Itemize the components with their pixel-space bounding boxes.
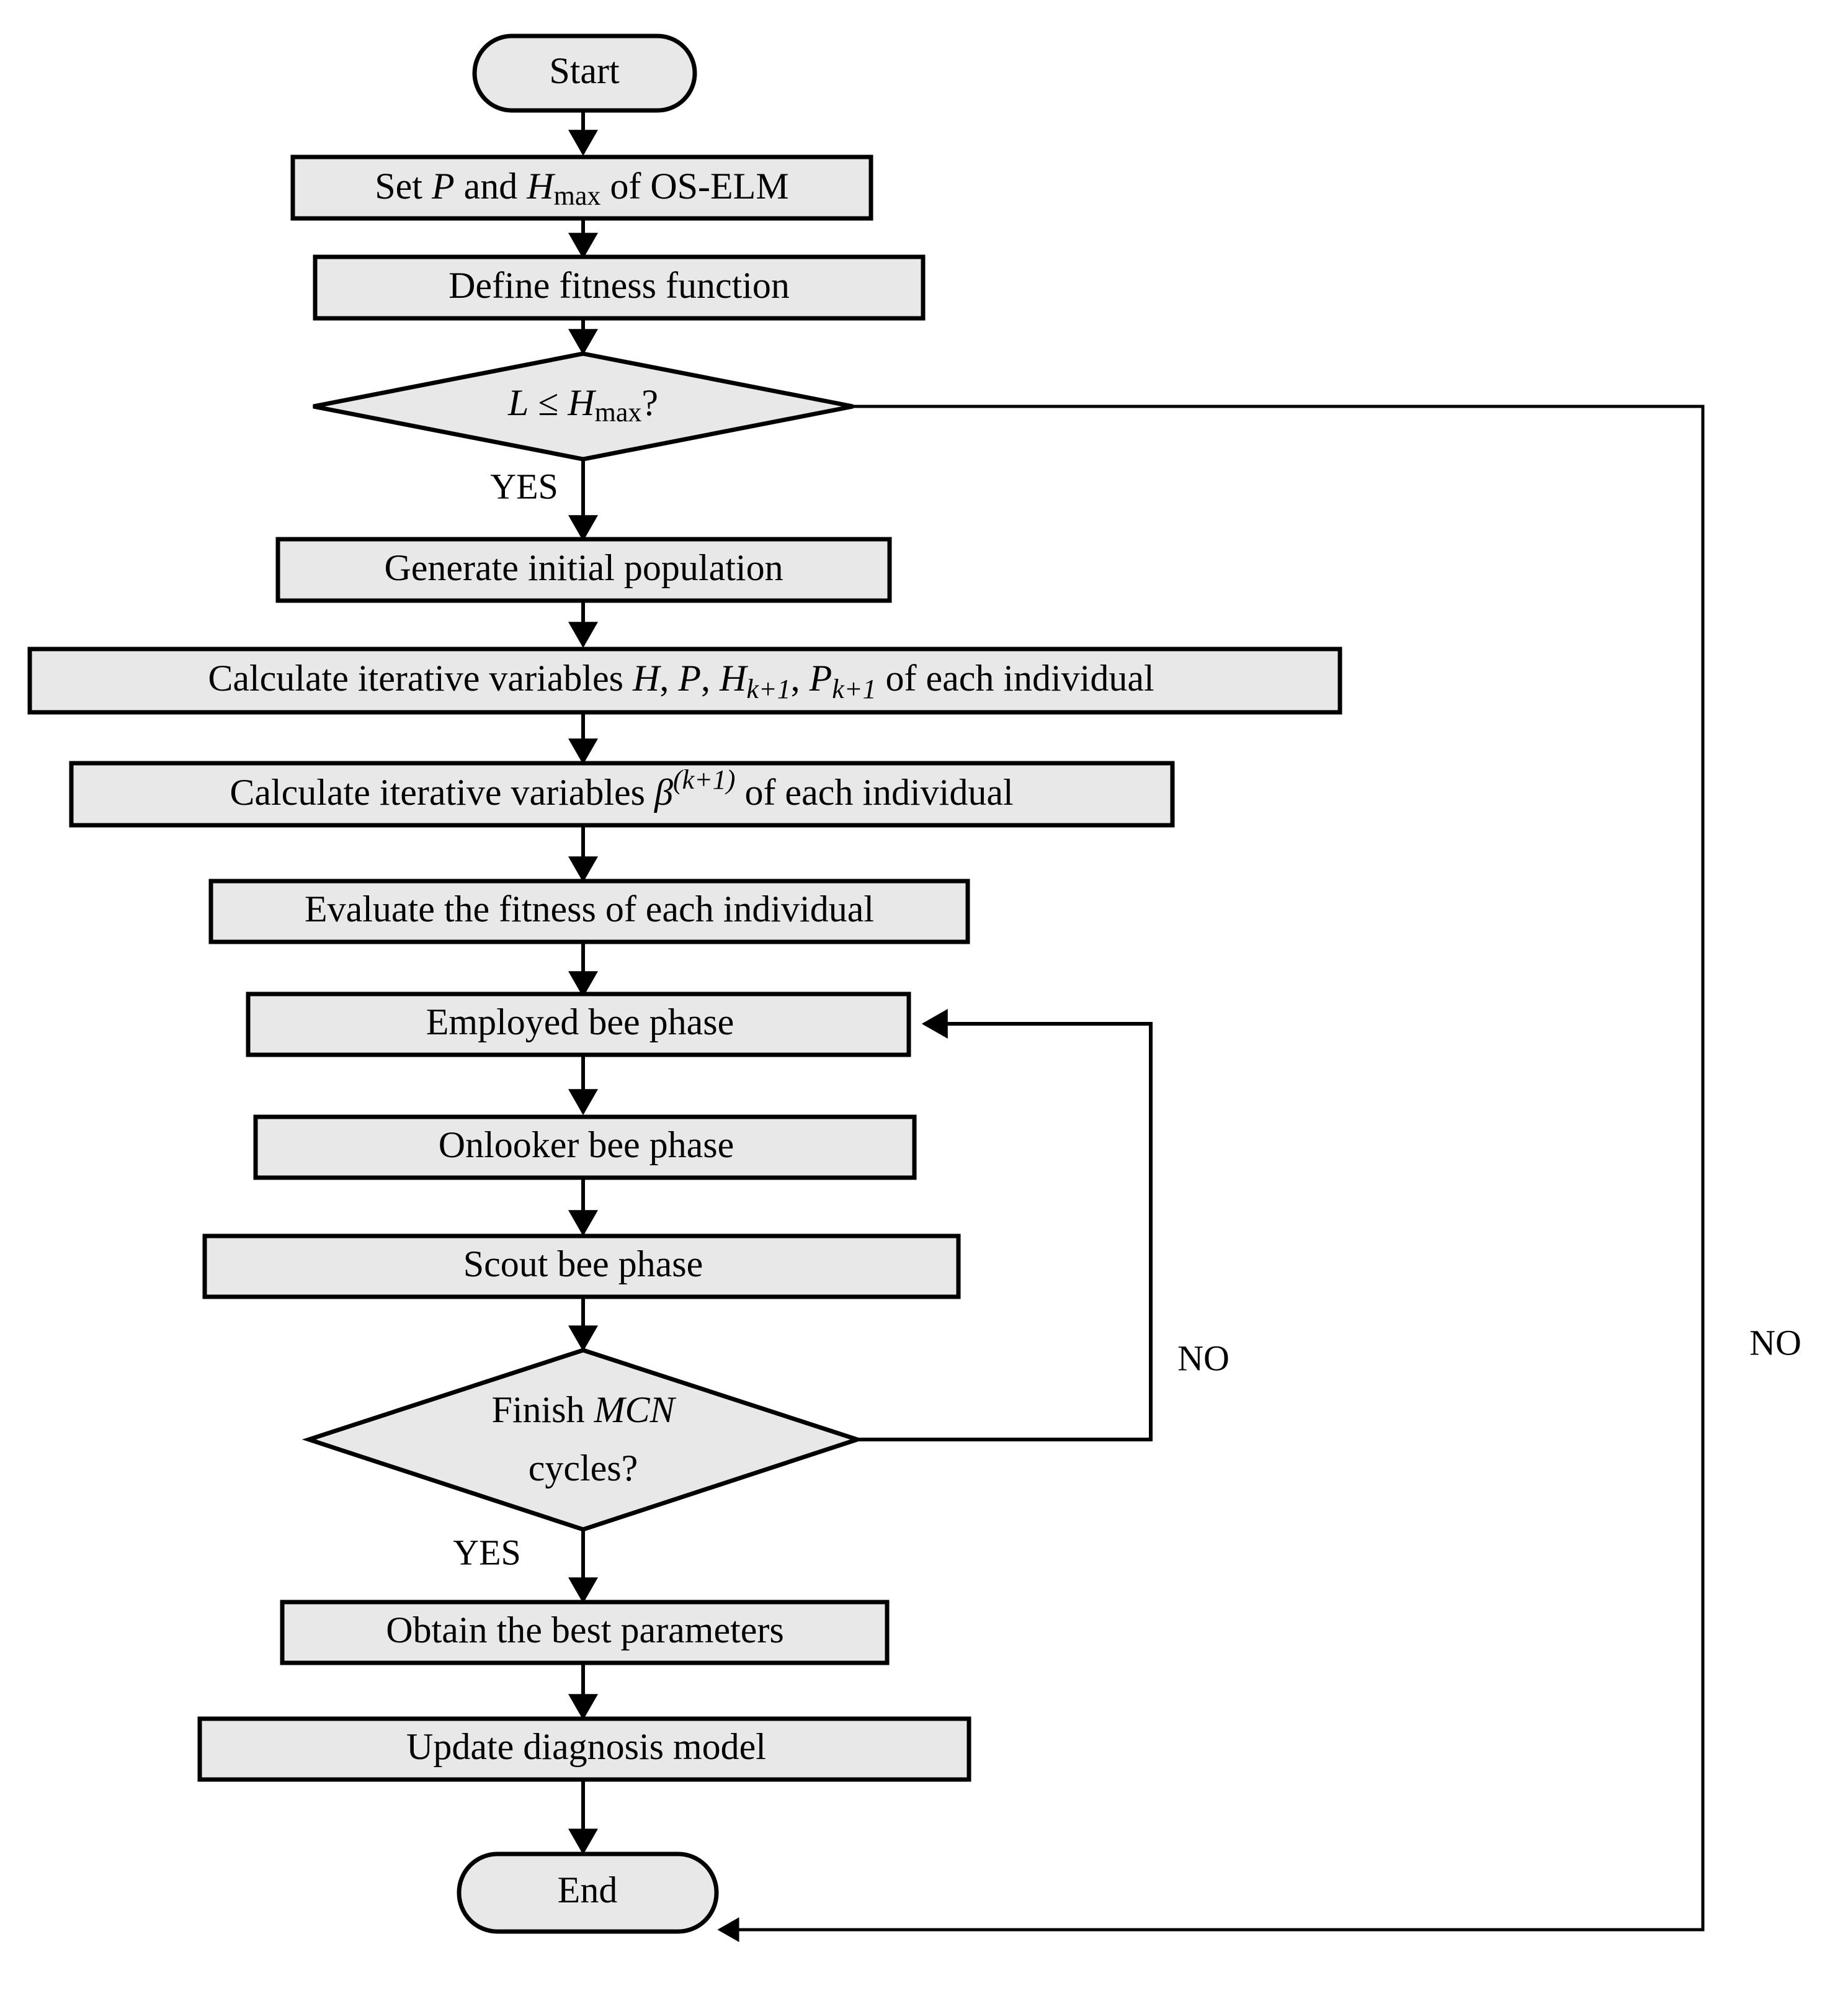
calc-hp-part-4: , [701, 658, 720, 699]
define-fitness-shape [313, 254, 926, 321]
node-define-fitness[interactable]: Define fitness function [313, 254, 926, 321]
employed-bee-phase-shape [246, 992, 911, 1057]
decision-mcn-label-line2: cycles? [529, 1448, 638, 1489]
decision-hmax-part-3: max [595, 397, 642, 428]
employed-bee-phase-label: Employed bee phase [426, 1001, 734, 1042]
decision-hmax-shape [313, 351, 854, 462]
edge-decision-mcn-no-loop-to-employed [857, 1009, 1153, 1441]
decision-mcn-shape [301, 1348, 865, 1532]
edge-label-mcn-yes: YES [453, 1532, 521, 1572]
set-params-part-1: P [431, 166, 455, 207]
set-params-shape [290, 154, 873, 221]
end-shape [457, 1852, 719, 1934]
update-model-shape [197, 1716, 971, 1782]
decision-hmax-label: L ≤ Hmax? [507, 382, 658, 428]
start-label: Start [549, 50, 620, 91]
end-label: End [558, 1869, 618, 1910]
node-decision-mcn[interactable]: Finish MCN cycles? [301, 1348, 865, 1532]
calc-hp-label: Calculate iterative variables H, P, Hk+1… [208, 658, 1154, 704]
define-fitness-label: Define fitness function [449, 265, 790, 306]
best-params-label: Obtain the best parameters [386, 1610, 783, 1650]
node-generate-population[interactable]: Generate initial population [275, 537, 892, 603]
evaluate-shape [208, 879, 970, 944]
node-decision-hmax[interactable]: L ≤ Hmax? [313, 351, 854, 462]
set-params-part-3: H [526, 166, 556, 207]
calc-hp-part-3: P [677, 658, 701, 699]
node-update-model[interactable]: Update diagnosis model [197, 1716, 971, 1782]
scout-bee-phase-label: Scout bee phase [463, 1243, 703, 1284]
decision-hmax-part-2: H [567, 382, 597, 423]
set-params-part-0: Set [375, 166, 432, 207]
edge-label-hmax-no: NO [1749, 1322, 1801, 1363]
node-calc-hp[interactable]: Calculate iterative variables H, P, Hk+1… [27, 647, 1342, 715]
edge-label-hmax-yes: YES [490, 466, 558, 506]
node-onlooker-bee-phase[interactable]: Onlooker bee phase [253, 1114, 917, 1180]
calc-hp-part-0: Calculate iterative variables [208, 658, 633, 699]
set-params-part-2: and [455, 166, 527, 207]
edge-decision-hmax-no-loop-to-end [717, 405, 1705, 1942]
decision-hmax-part-0: L [507, 382, 529, 423]
calc-beta-label: Calculate iterative variables β(k+1) of … [230, 764, 1013, 813]
edge-label-mcn-no: NO [1177, 1338, 1230, 1378]
generate-population-shape [275, 537, 892, 603]
calc-hp-part-1: H [632, 658, 662, 699]
calc-hp-part-6: k+1 [746, 674, 790, 704]
calc-beta-part-3: of each individual [735, 772, 1013, 813]
calc-hp-part-8: P [809, 658, 832, 699]
decision-mcn-line1-b: MCN [594, 1389, 677, 1430]
calc-beta-part-0: Calculate iterative variables [230, 772, 654, 813]
decision-mcn-label-line1: Finish MCN [491, 1389, 676, 1430]
node-set-params[interactable]: Set P and Hmax of OS-ELM [290, 154, 873, 221]
node-scout-bee-phase[interactable]: Scout bee phase [202, 1234, 961, 1299]
start-shape [472, 34, 697, 113]
calc-hp-part-2: , [659, 658, 678, 699]
calc-hp-part-7: , [791, 658, 810, 699]
calc-beta-shape [69, 761, 1175, 828]
best-params-shape [280, 1600, 890, 1665]
scout-bee-phase-shape [202, 1234, 961, 1299]
update-model-label: Update diagnosis model [406, 1726, 766, 1767]
node-calc-beta[interactable]: Calculate iterative variables β(k+1) of … [69, 761, 1175, 828]
calc-hp-shape [27, 647, 1342, 715]
decision-hmax-part-1: ≤ [529, 382, 568, 423]
set-params-part-4: max [554, 181, 601, 211]
node-evaluate[interactable]: Evaluate the fitness of each individual [208, 879, 970, 944]
onlooker-bee-phase-shape [253, 1114, 917, 1180]
decision-mcn-line1-a: Finish [491, 1389, 594, 1430]
node-employed-bee-phase[interactable]: Employed bee phase [246, 992, 911, 1057]
set-params-part-5: of OS-ELM [600, 166, 788, 207]
calc-beta-part-2: (k+1) [673, 764, 736, 795]
set-params-label: Set P and Hmax of OS-ELM [375, 166, 788, 211]
decision-hmax-part-4: ? [641, 382, 658, 423]
node-end[interactable]: End [457, 1852, 719, 1934]
generate-population-label: Generate initial population [384, 547, 783, 588]
calc-beta-part-1: β [654, 772, 673, 813]
node-start[interactable]: Start [472, 34, 697, 113]
calc-hp-part-10: of each individual [876, 658, 1154, 699]
onlooker-bee-phase-label: Onlooker bee phase [439, 1124, 734, 1165]
calc-hp-part-9: k+1 [832, 674, 876, 704]
calc-hp-part-5: H [719, 658, 749, 699]
node-best-params[interactable]: Obtain the best parameters [280, 1600, 890, 1665]
evaluate-label: Evaluate the fitness of each individual [305, 889, 874, 929]
